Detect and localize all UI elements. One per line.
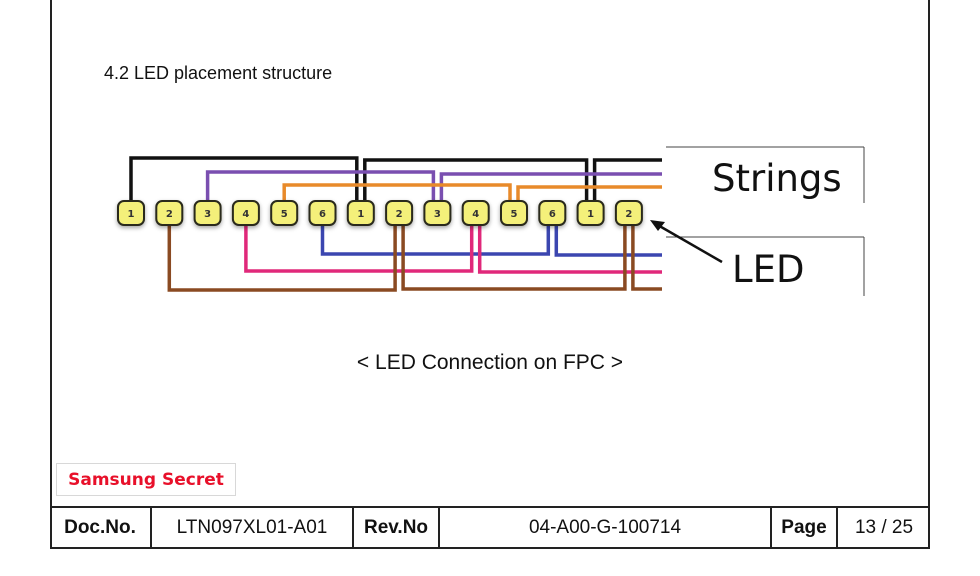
led-number: 4 <box>472 209 479 220</box>
led-body <box>576 200 605 226</box>
led-number: 6 <box>319 209 326 220</box>
led-number: 3 <box>204 209 211 220</box>
led-body <box>614 200 643 226</box>
led-body <box>193 200 222 226</box>
led: 1 <box>346 200 375 226</box>
led: 4 <box>461 200 490 226</box>
wire-string-6b <box>554 223 662 257</box>
rev-no-label: Rev.No <box>354 508 440 547</box>
page-border-right <box>928 0 930 549</box>
led-number: 2 <box>625 209 632 220</box>
led-body <box>308 200 337 226</box>
led-number: 1 <box>128 209 135 220</box>
led-number: 2 <box>396 209 403 220</box>
led-body <box>538 200 567 226</box>
wire-string-2c <box>631 223 662 291</box>
led-body <box>346 200 375 226</box>
led-body <box>385 200 414 226</box>
doc-no-value: LTN097XL01-A01 <box>152 508 354 547</box>
doc-no-label: Doc.No. <box>50 508 152 547</box>
wires <box>129 156 662 292</box>
figure-caption: < LED Connection on FPC > <box>356 351 624 374</box>
wire-string-4a <box>244 223 474 273</box>
led: 6 <box>308 200 337 226</box>
led-body <box>423 200 452 226</box>
wire-string-1a <box>129 156 359 203</box>
led: 4 <box>231 200 260 226</box>
led: 2 <box>155 200 184 226</box>
wire-string-2b <box>401 223 627 291</box>
wire-string-2a <box>167 223 397 292</box>
led-number: 4 <box>242 209 249 220</box>
callouts: Strings LED <box>650 146 865 296</box>
arrow-line <box>655 222 723 264</box>
led-body <box>461 200 490 226</box>
wire-string-5a <box>282 183 512 203</box>
footer-table: Doc.No. LTN097XL01-A01 Rev.No 04-A00-G-1… <box>50 506 930 549</box>
section-title: 4.2 LED placement structure <box>104 63 333 83</box>
led-number: 5 <box>281 209 288 220</box>
led: 2 <box>614 200 643 226</box>
led-body <box>155 200 184 226</box>
wire-string-5b <box>516 185 662 203</box>
page-border-left <box>50 0 52 549</box>
wire-string-1c <box>592 158 662 203</box>
led: 1 <box>576 200 605 226</box>
led: 3 <box>193 200 222 226</box>
led-number: 1 <box>357 209 364 220</box>
led: 1 <box>117 200 145 226</box>
page-number: 13 / 25 <box>854 516 914 538</box>
wire-string-4b <box>477 223 662 274</box>
led-label: LED <box>732 248 804 291</box>
wire-string-3b <box>439 172 662 203</box>
wire-string-1b <box>363 158 589 203</box>
led-number: 1 <box>587 209 594 220</box>
led: 6 <box>538 200 567 226</box>
led: 5 <box>270 200 299 226</box>
led: 2 <box>385 200 414 226</box>
led-number: 3 <box>434 209 441 220</box>
led: 5 <box>500 200 528 226</box>
led-number: 5 <box>511 209 518 220</box>
rev-no-value: 04-A00-G-100714 <box>440 508 772 547</box>
led-number: 2 <box>166 209 173 220</box>
led-number: 6 <box>549 209 556 220</box>
led-row: 1 2 3 4 5 6 1 2 3 4 5 6 1 2 <box>117 200 643 226</box>
led-body <box>117 200 145 226</box>
classification-label: Samsung Secret <box>56 463 236 496</box>
led-body <box>231 200 260 226</box>
wire-string-3a <box>205 170 436 203</box>
strings-label: Strings <box>712 157 842 200</box>
wire-string-6a <box>320 223 551 256</box>
led-body <box>270 200 299 226</box>
led: 3 <box>423 200 452 226</box>
arrow-head-icon <box>650 220 665 231</box>
page-label: Page <box>772 508 838 547</box>
led-body <box>500 200 528 226</box>
